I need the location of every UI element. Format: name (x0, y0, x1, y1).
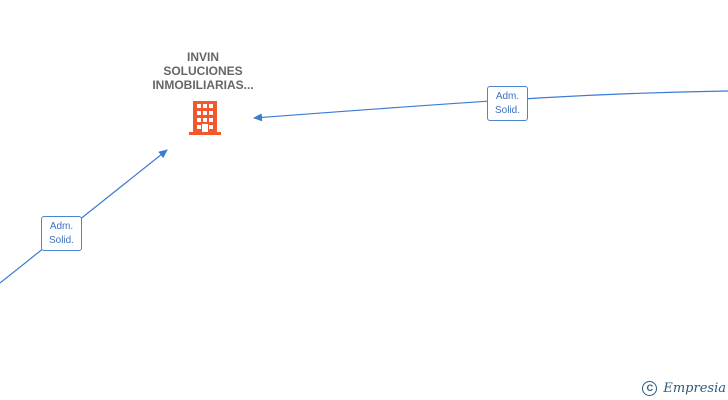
edge-label-left-line-2: Solid. (48, 235, 74, 246)
company-name-line-1: INVIN (186, 50, 219, 64)
company-name[interactable]: INVIN SOLUCIONES INMOBILIARIAS... (128, 50, 278, 92)
edge-label-right-line-2: Solid. (494, 105, 520, 116)
edge-label-right-line-1: Adm. (495, 91, 520, 102)
brand-name: Empresia (663, 380, 726, 396)
edge-label-left-line-1: Adm. (49, 221, 74, 232)
brand-watermark: C Empresia (642, 378, 726, 398)
company-name-line-3: INMOBILIARIAS... (152, 78, 254, 92)
edge-label-left[interactable]: Adm. Solid. (41, 216, 82, 251)
edge-left-line (0, 149, 168, 284)
company-name-line-2: SOLUCIONES (163, 64, 243, 78)
edge-label-right[interactable]: Adm. Solid. (487, 86, 528, 121)
copyright-icon: C (642, 380, 658, 396)
building-icon[interactable] (189, 101, 221, 135)
edge-right-line (253, 90, 728, 122)
